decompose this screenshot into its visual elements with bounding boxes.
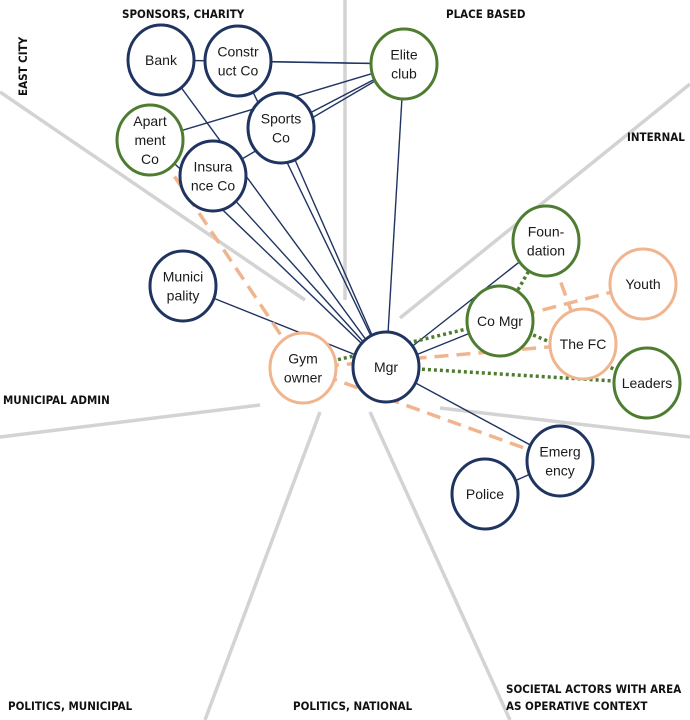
edge-mgr-leaders	[385, 365, 648, 385]
sector-label-place-based: PLACE BASED	[446, 7, 526, 21]
node-label: Gym	[288, 351, 318, 367]
node-label: Mgr	[374, 359, 398, 375]
edge-gym-emergency	[302, 366, 561, 463]
node-label: Foun-	[528, 224, 565, 240]
node-circle	[369, 27, 439, 101]
node-label: Munici	[163, 269, 203, 285]
node-label: owner	[284, 370, 322, 386]
node-circle	[126, 23, 196, 97]
node-label: Insura	[194, 159, 233, 175]
edge-municipality-mgr	[182, 285, 387, 368]
node-police[interactable]: Police	[450, 457, 520, 531]
node-circle	[178, 139, 248, 213]
node-bank[interactable]: Bank	[126, 23, 196, 97]
edge-insurance-mgr	[212, 175, 387, 368]
node-label: Police	[466, 486, 504, 502]
node-circle	[203, 24, 273, 98]
node-mgr[interactable]: Mgr	[351, 330, 421, 404]
node-emergency[interactable]: Emerg ency	[525, 424, 595, 498]
divider-line	[368, 411, 512, 720]
node-foundation[interactable]: Foun-dation	[511, 204, 581, 278]
node-insurance[interactable]: Insura nce Co	[178, 139, 248, 213]
node-label: Leaders	[622, 375, 673, 391]
sector-label-societal: SOCIETAL ACTORS WITH AREA	[506, 682, 681, 696]
node-elite[interactable]: Elite club	[369, 27, 439, 101]
node-construct[interactable]: Constr uct Co	[203, 24, 273, 98]
node-label: ment	[134, 132, 165, 148]
node-label: Co Mgr	[477, 313, 523, 329]
node-gym[interactable]: Gym owner	[268, 331, 338, 405]
node-label: Youth	[625, 276, 660, 292]
node-label: club	[391, 66, 417, 82]
node-circle	[608, 247, 678, 321]
node-circle	[351, 330, 421, 404]
edge-sports-mgr	[280, 127, 387, 368]
sector-label-politics-municipal: POLITICS, MUNICIPAL	[8, 699, 133, 713]
node-label: Sports	[261, 111, 301, 127]
node-circle	[612, 346, 682, 420]
sector-label-politics-national: POLITICS, NATIONAL	[293, 699, 413, 713]
node-circle	[511, 204, 581, 278]
node-circle	[548, 307, 618, 381]
sector-label-societal-line2: AS OPERATIVE CONTEXT	[506, 699, 647, 713]
node-circle	[246, 91, 316, 165]
node-circle	[525, 424, 595, 498]
node-label: Co	[272, 130, 290, 146]
node-label: uct Co	[218, 63, 259, 79]
node-label: Bank	[145, 52, 178, 68]
node-circle	[465, 284, 535, 358]
node-label: The FC	[560, 336, 607, 352]
edge-apartment-gym	[148, 139, 305, 369]
node-comgr[interactable]: Co Mgr	[465, 284, 535, 358]
sector-label-internal: INTERNAL	[627, 130, 685, 144]
node-label: pality	[167, 288, 200, 304]
node-label: Constr	[217, 44, 259, 60]
node-label: Co	[141, 151, 159, 167]
node-label: Emerg	[539, 444, 580, 460]
node-fc[interactable]: The FC	[548, 307, 618, 381]
edge-elite-mgr	[385, 63, 405, 368]
node-circle	[115, 103, 185, 177]
edge-bank-mgr	[160, 59, 387, 368]
sector-label-municipal-admin: MUNICIPAL ADMIN	[3, 393, 110, 407]
node-label: Apart	[133, 113, 167, 129]
divider-line	[398, 82, 690, 320]
node-label: nce Co	[191, 178, 236, 194]
divider-line	[439, 406, 690, 439]
node-circle	[148, 249, 218, 323]
node-leaders[interactable]: Leaders	[612, 346, 682, 420]
node-label: Elite	[390, 47, 417, 63]
divider-line	[203, 411, 322, 720]
node-youth[interactable]: Youth	[608, 247, 678, 321]
node-label: ency	[545, 463, 575, 479]
node-municipality[interactable]: Munici pality	[148, 249, 218, 323]
node-circle	[450, 457, 520, 531]
divider-line	[0, 90, 306, 302]
node-circle	[268, 331, 338, 405]
edge-gym-fc	[302, 342, 584, 370]
divider-line	[0, 403, 261, 439]
sector-label-east-city: EAST CITY	[16, 36, 30, 96]
sector-label-sponsors: SPONSORS, CHARITY	[122, 7, 245, 21]
node-label: dation	[527, 243, 565, 259]
